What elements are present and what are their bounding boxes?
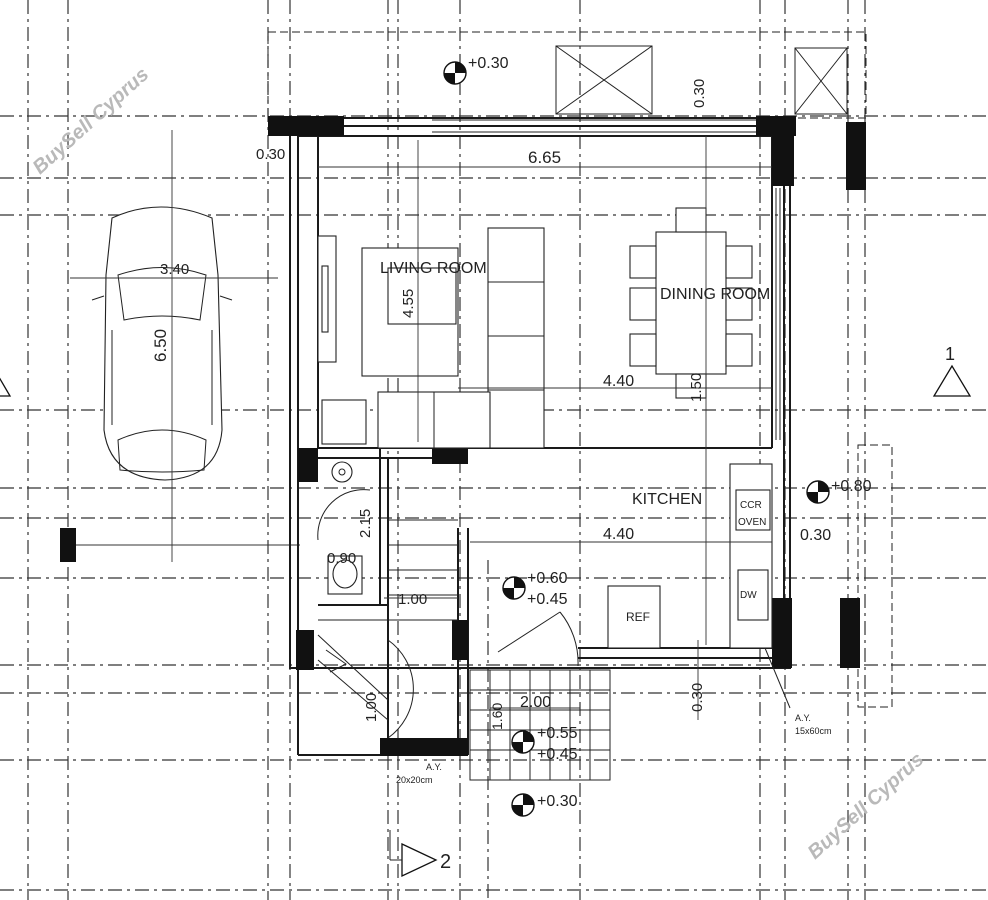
ay-right-line1: A.Y. [795, 713, 811, 723]
dim-3-40: 3.40 [160, 261, 189, 278]
section-markers [0, 364, 972, 878]
section-mark-1: 1 [945, 344, 955, 364]
dining-furniture [629, 207, 753, 399]
dimension-lines [318, 136, 772, 720]
ref-label: REF [626, 610, 650, 624]
cooker-top-label: CCR [740, 500, 762, 511]
car [91, 206, 233, 481]
watermark-bottom-right: BuySell Cyprus [804, 748, 929, 863]
level-markers [443, 61, 830, 817]
ay-left-line2: 20x20cm [396, 775, 433, 785]
terrace-outline [267, 31, 893, 708]
level-top: +0.30 [468, 55, 509, 72]
stairs [317, 519, 458, 739]
dim-0-30-top-vertical: 0.30 [691, 79, 708, 108]
dim-0-30-top-left: 0.30 [256, 146, 285, 163]
entrance [469, 611, 791, 781]
living-room-label: LIVING ROOM [380, 260, 487, 277]
dim-0-30-right: 0.30 [800, 527, 831, 544]
level-entry-a: +0.55 [537, 725, 578, 742]
watermark-top-left: BuySell Cyprus [29, 63, 154, 178]
dim-0-30-bottom-vertical: 0.30 [689, 683, 706, 712]
columns [60, 116, 866, 756]
parking-dimensions [70, 130, 300, 562]
kitchen-units [607, 463, 773, 649]
living-furniture [317, 227, 545, 449]
level-entry-b: +0.45 [537, 746, 578, 763]
wc [317, 461, 371, 595]
ay-right-line2: 15x60cm [795, 726, 832, 736]
dim-1-60: 1.60 [489, 703, 505, 730]
cooker-bottom-label: OVEN [738, 517, 766, 528]
level-hall-b: +0.45 [527, 591, 568, 608]
level-hall-a: +0.60 [527, 570, 568, 587]
ay-left-line1: A.Y. [426, 762, 442, 772]
dim-0-90: 0.90 [327, 550, 356, 567]
dim-4-40-dining: 4.40 [603, 373, 634, 390]
dim-4-40-kitchen: 4.40 [603, 526, 634, 543]
dim-1-00-vertical: 1.00 [363, 693, 380, 722]
dining-room-label: DINING ROOM [660, 286, 770, 303]
dim-1-50: 1.50 [688, 373, 705, 402]
dishwasher-label: DW [740, 590, 757, 601]
dim-1-00-horizontal: 1.00 [398, 591, 427, 608]
dim-4-55: 4.55 [400, 289, 417, 318]
dim-2-00: 2.00 [520, 694, 551, 711]
section-mark-2: 2 [440, 851, 451, 873]
dim-6-65: 6.65 [528, 148, 561, 167]
dim-2-15: 2.15 [357, 509, 374, 538]
kitchen-label: KITCHEN [632, 491, 702, 508]
level-right: +0.80 [831, 478, 872, 495]
dim-6-50: 6.50 [151, 329, 170, 362]
level-bottom: +0.30 [537, 793, 578, 810]
